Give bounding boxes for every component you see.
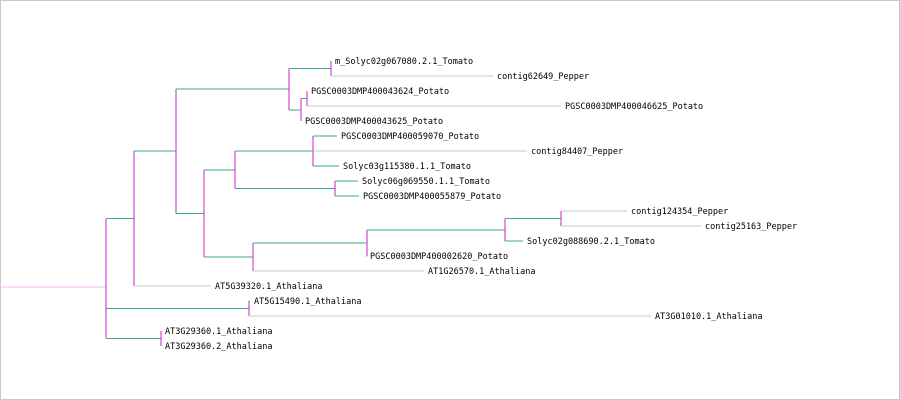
leaf-label: Solyc03g115380.1.1_Tomato bbox=[343, 162, 471, 172]
leaf-label: PGSC0003DMP400046625_Potato bbox=[565, 102, 703, 112]
leaf-label: PGSC0003DMP400043625_Potato bbox=[305, 117, 443, 127]
leaf-label: PGSC0003DMP400059070_Potato bbox=[341, 132, 479, 142]
leaf-label: contig25163_Pepper bbox=[705, 222, 797, 232]
leaf-label: AT5G15490.1_Athaliana bbox=[254, 297, 361, 307]
leaf-label: contig62649_Pepper bbox=[497, 72, 589, 82]
leaf-label: Solyc06g069550.1.1_Tomato bbox=[362, 177, 490, 187]
leaf-label: PGSC0003DMP400043624_Potato bbox=[311, 87, 449, 97]
leaf-label: PGSC0003DMP400055879_Potato bbox=[363, 192, 501, 202]
leaf-label: Solyc02g088690.2.1_Tomato bbox=[527, 237, 655, 247]
leaf-label: AT3G01010.1_Athaliana bbox=[655, 312, 762, 322]
leaf-label: AT5G39320.1_Athaliana bbox=[215, 282, 322, 292]
leaf-label: AT3G29360.2_Athaliana bbox=[165, 342, 272, 352]
leaf-label: AT1G26570.1_Athaliana bbox=[428, 267, 535, 277]
leaf-label: PGSC0003DMP400002620_Potato bbox=[370, 252, 508, 262]
leaf-label: contig84407_Pepper bbox=[531, 147, 623, 157]
leaf-label: AT3G29360.1_Athaliana bbox=[165, 327, 272, 337]
leaf-label: contig124354_Pepper bbox=[631, 207, 728, 217]
leaf-label: m_Solyc02g067080.2.1_Tomato bbox=[335, 57, 473, 67]
